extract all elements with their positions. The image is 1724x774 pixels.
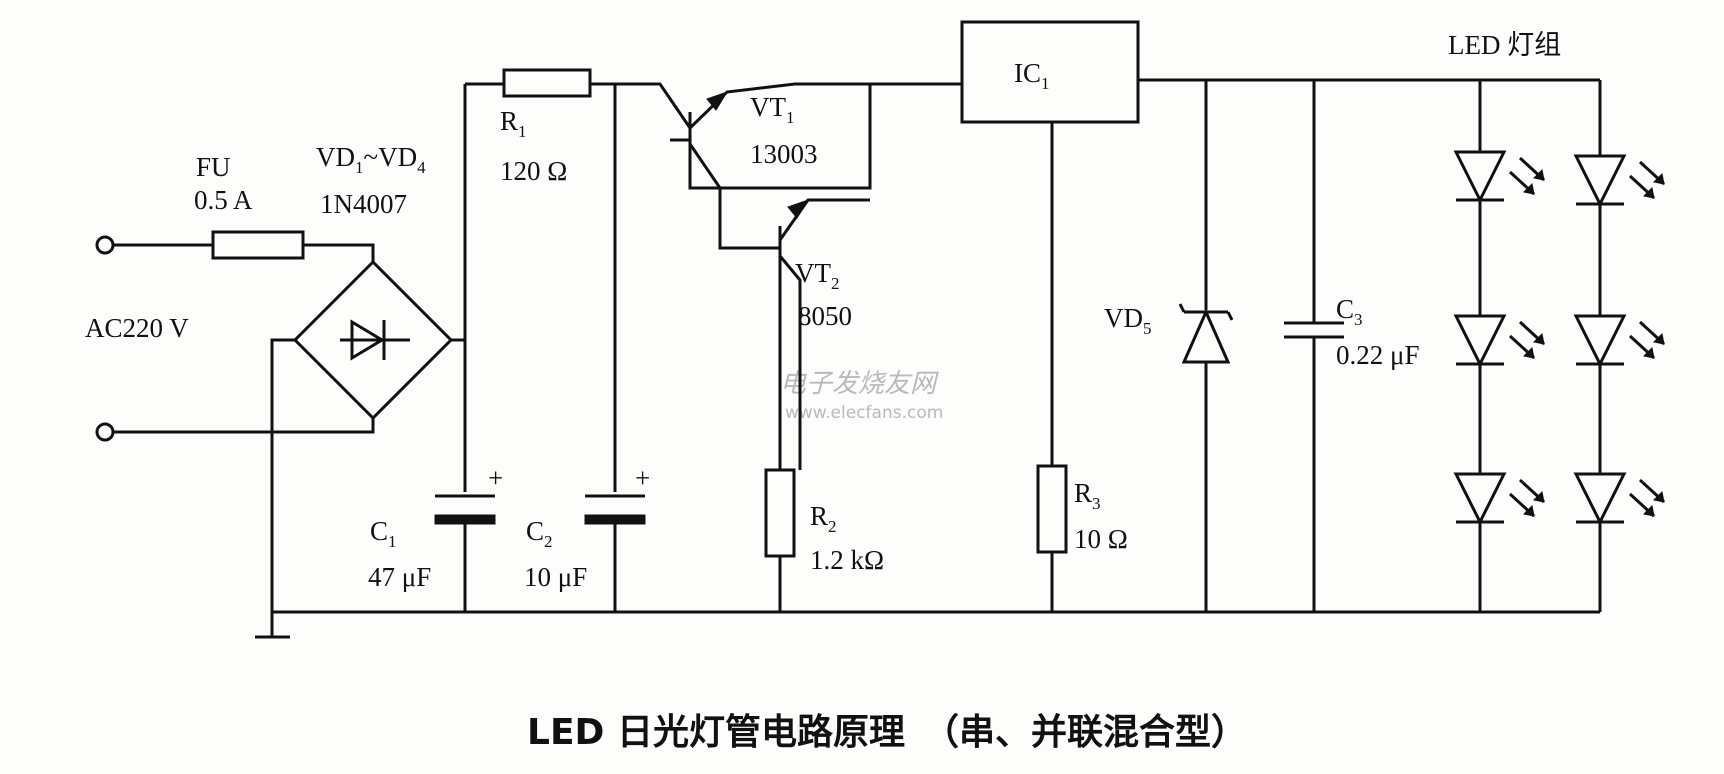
led-array — [1453, 150, 1666, 526]
r2-label: R2 — [810, 501, 837, 536]
component-labels: FU 0.5 A VD1~VD4 1N4007 AC220 V R1 120 Ω… — [85, 30, 1561, 592]
watermark: 电子发烧友网 www.elecfans.com — [780, 369, 943, 423]
vt1-emitter-arrow — [706, 91, 729, 111]
resistor-r3 — [1036, 464, 1068, 554]
ic1-regulator — [960, 20, 1140, 124]
r3-label: R3 — [1074, 478, 1101, 513]
fuse — [211, 230, 305, 260]
led-2 — [1453, 314, 1546, 368]
c1-label: C1 — [370, 516, 397, 551]
bridge-label: VD1~VD4 — [316, 142, 426, 177]
bridge-rectifier — [292, 259, 454, 421]
capacitor-c2 — [584, 494, 646, 525]
c2-label: C2 — [526, 516, 553, 551]
ic1-label: IC1 — [1014, 58, 1050, 93]
r1-label: R1 — [500, 106, 527, 141]
watermark-url: www.elecfans.com — [785, 403, 943, 423]
c3-label: C3 — [1336, 294, 1363, 329]
ac-input-terminals — [95, 235, 115, 442]
watermark-name: 电子发烧友网 — [780, 369, 939, 399]
diagram-title: LED 日光灯管电路原理 （串、并联混合型） — [527, 712, 1247, 753]
c1-value-label: 47 μF — [368, 562, 431, 592]
vt1-part-label: 13003 — [750, 139, 818, 169]
vt2-emitter-arrow — [787, 199, 810, 219]
r1-value-label: 120 Ω — [500, 156, 567, 186]
c3-value-label: 0.22 μF — [1336, 340, 1420, 370]
led-4 — [1573, 154, 1666, 208]
bridge-part-label: 1N4007 — [320, 189, 407, 219]
ac-input-label: AC220 V — [85, 313, 189, 343]
c2-plus-sign: + — [635, 463, 650, 493]
vt2-part-label: 8050 — [798, 301, 852, 331]
zener-vd5 — [1178, 303, 1234, 364]
led-3 — [1453, 472, 1546, 526]
led-6 — [1573, 472, 1666, 526]
r3-value-label: 10 Ω — [1074, 524, 1128, 554]
c2-value-label: 10 μF — [524, 562, 587, 592]
vt2-label: VT2 — [795, 258, 840, 293]
resistor-r2 — [764, 468, 796, 558]
led-5 — [1573, 314, 1666, 368]
resistor-r1 — [502, 68, 592, 98]
fu-rating-label: 0.5 A — [194, 185, 253, 215]
led-group-label: LED 灯组 — [1448, 30, 1561, 60]
c1-plus-sign: + — [488, 463, 503, 493]
capacitor-c1 — [430, 492, 500, 525]
vd5-label: VD5 — [1104, 303, 1152, 338]
r2-value-label: 1.2 kΩ — [810, 545, 884, 575]
capacitor-c3 — [1280, 321, 1348, 339]
vt1-label: VT1 — [750, 92, 795, 127]
led-1 — [1453, 150, 1546, 204]
fu-label: FU — [196, 152, 231, 182]
